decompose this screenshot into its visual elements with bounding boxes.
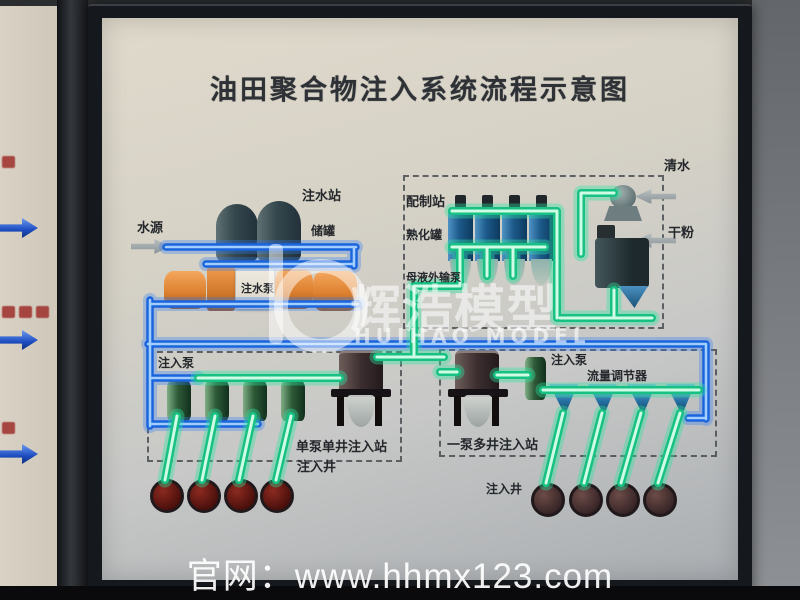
powder-hopper-cap <box>597 225 615 239</box>
stand-leg <box>492 396 499 426</box>
adjacent-board-red-text <box>36 306 49 318</box>
injection-pump <box>167 381 191 421</box>
water-pump-cylinder <box>313 271 357 311</box>
label-mother-liquor-pump: 母液外输泵 <box>406 271 461 284</box>
flow-arrow-icon <box>0 330 38 350</box>
label-water-injection-station: 注水站 <box>302 189 342 204</box>
website-url: 官网：www.hhmx123.com <box>186 557 614 596</box>
injection-well <box>569 483 603 517</box>
label-injection-well-right: 注入井 <box>486 482 523 496</box>
label-injection-pump-right: 注入泵 <box>551 353 588 367</box>
injection-well <box>187 479 221 513</box>
label-dry-powder: 干粉 <box>668 226 695 241</box>
curing-tank <box>448 207 473 261</box>
stand-leg <box>454 396 461 426</box>
label-single-pump-station: 单泵单井注入站 <box>296 440 388 455</box>
adjacent-board-red-text <box>2 306 15 318</box>
injection-well <box>224 479 258 513</box>
injection-well <box>150 479 184 513</box>
powder-hopper <box>595 238 649 288</box>
water-pump-cylinder <box>164 271 206 309</box>
adjacent-board-red-text <box>2 156 15 168</box>
storage-tank-left <box>216 204 258 262</box>
injection-pump <box>525 357 546 400</box>
board-title: 油田聚合物注入系统流程示意图 <box>210 75 630 106</box>
injection-pump <box>281 381 305 421</box>
adjacent-board-red-text <box>2 422 15 434</box>
curing-tank-cap <box>482 195 493 208</box>
water-pump-motor <box>207 267 235 311</box>
storage-tank-right <box>257 201 301 262</box>
label-injection-pump-left: 注入泵 <box>158 356 195 370</box>
table-edge <box>0 586 800 600</box>
injection-pump <box>205 381 229 421</box>
curing-tank-cap <box>536 195 547 208</box>
display-frame-divider <box>57 0 88 600</box>
buffer-tank-left <box>339 350 383 393</box>
label-preparation-station: 配制站 <box>406 195 446 210</box>
label-flow-regulator: 流量调节器 <box>587 369 648 383</box>
label-storage-tank: 储罐 <box>311 224 336 238</box>
label-injection-well-left: 注入井 <box>297 460 337 475</box>
injection-well <box>643 483 677 517</box>
injection-well <box>260 479 294 513</box>
curing-tank <box>529 207 554 261</box>
flow-arrow-icon <box>0 218 38 238</box>
label-water-source: 水源 <box>137 221 164 236</box>
stand-leg <box>337 396 344 426</box>
label-clean-water: 清水 <box>664 159 691 174</box>
flow-arrow-icon <box>0 444 38 464</box>
adjacent-board-red-text <box>19 306 32 318</box>
clean-water-pump-base <box>604 206 642 221</box>
label-multi-well-station: 一泵多井注入站 <box>447 438 539 453</box>
curing-tank <box>475 207 500 261</box>
wall-background <box>752 0 800 600</box>
buffer-tank-right <box>455 350 499 393</box>
clean-water-pump <box>610 185 636 209</box>
water-pump-cylinder <box>275 269 313 309</box>
injection-pump <box>243 381 267 421</box>
label-water-injection-pump: 注水泵 <box>241 282 274 295</box>
label-curing-tank: 熟化罐 <box>406 228 443 242</box>
adjacent-board <box>0 6 57 586</box>
curing-tank <box>502 207 527 261</box>
stand-leg <box>375 396 382 426</box>
injection-well <box>531 483 565 517</box>
curing-tank-cap <box>455 195 466 208</box>
curing-tank-cap <box>509 195 520 208</box>
injection-well <box>606 483 640 517</box>
